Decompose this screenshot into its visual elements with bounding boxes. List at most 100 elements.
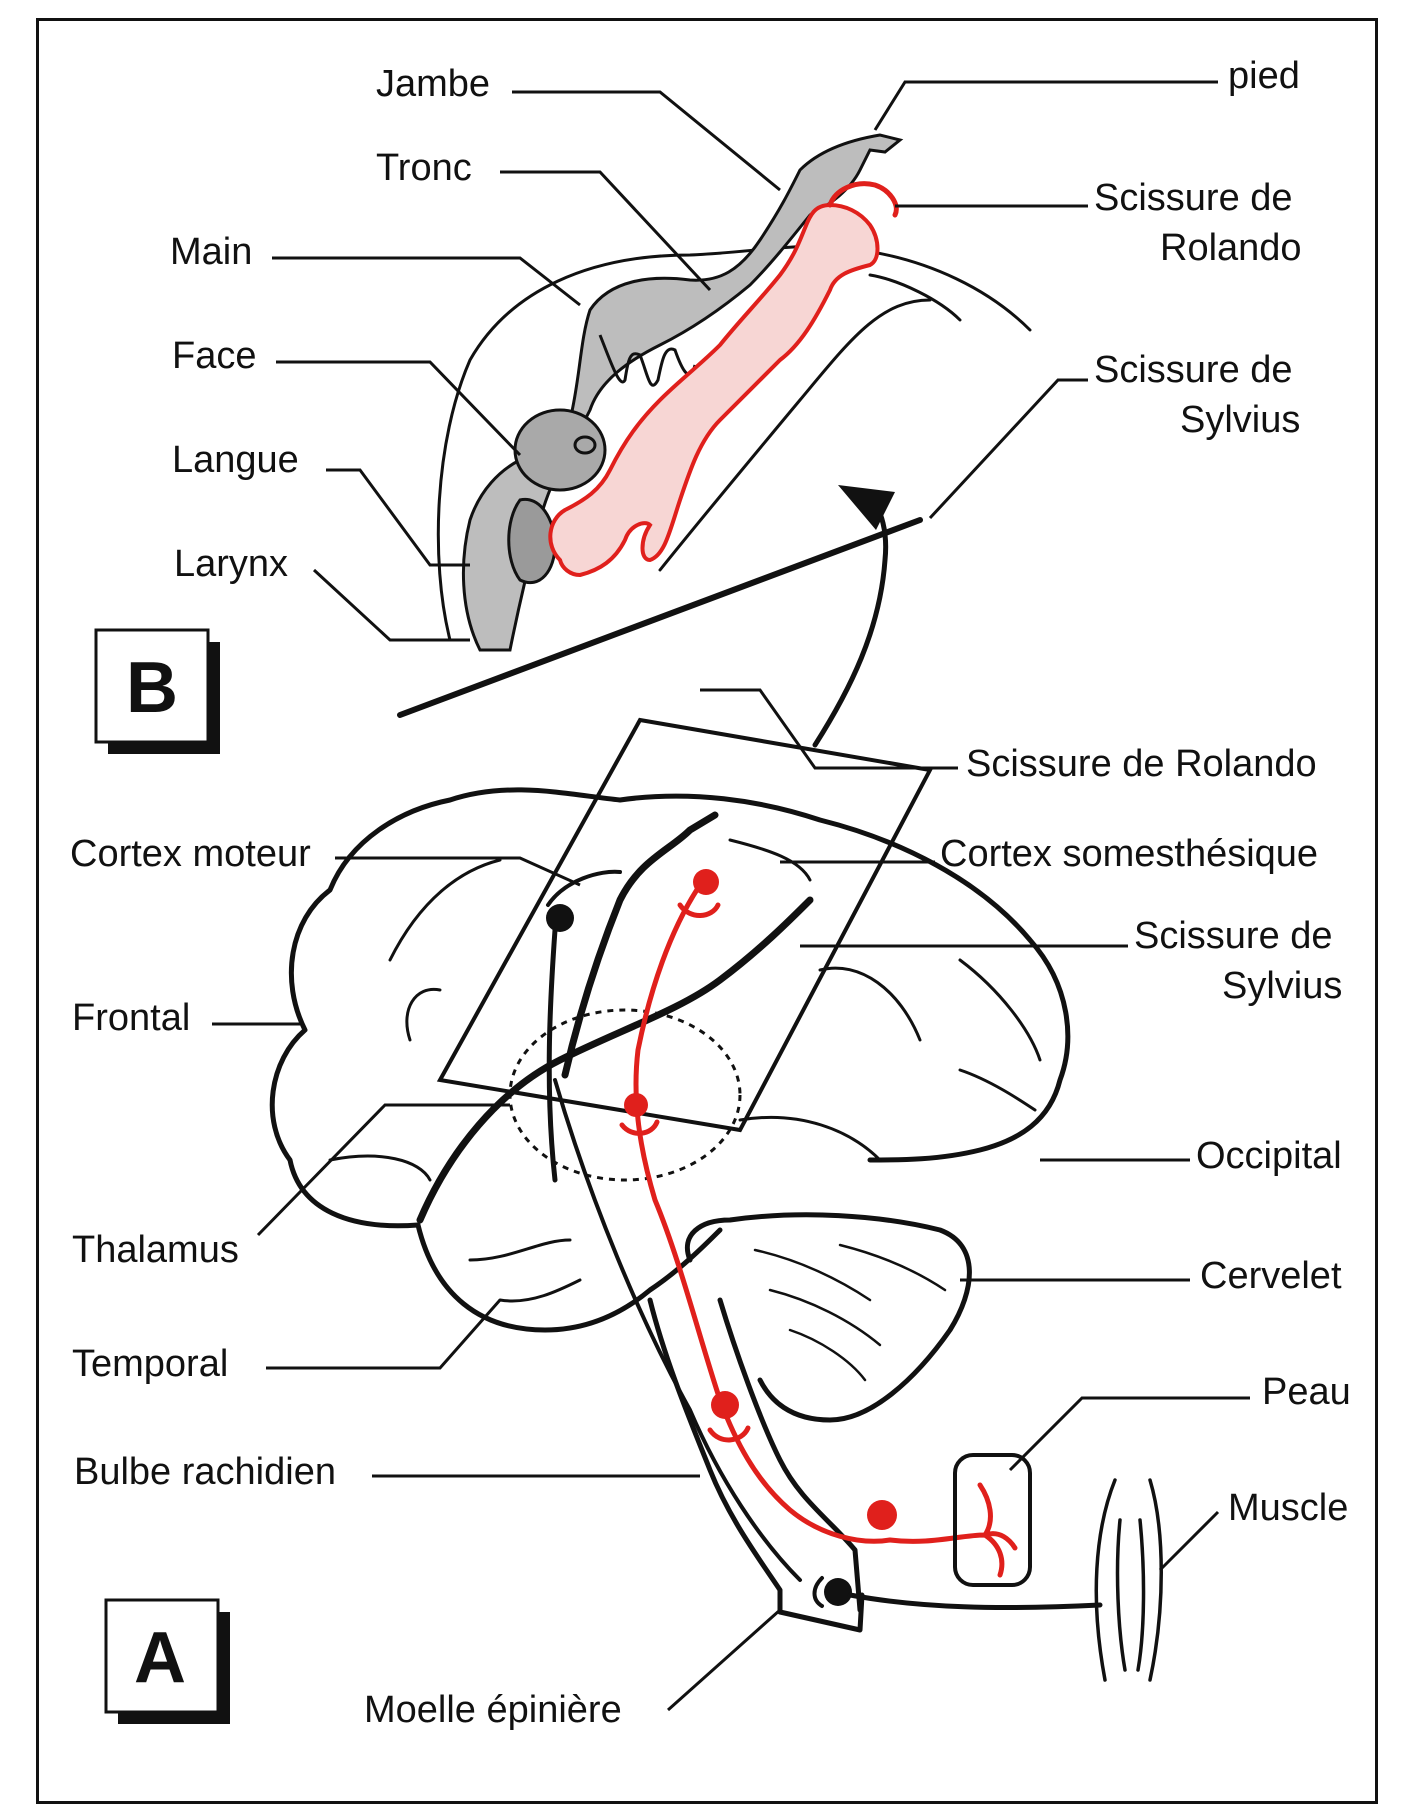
leader-larynx — [312, 568, 470, 642]
motor-hand-fingers — [598, 334, 697, 387]
label-occipital: Occipital — [1196, 1135, 1342, 1177]
brainstem-left — [647, 1297, 783, 1615]
zoom-arrow-head — [838, 485, 895, 530]
gyrus-frontal-3 — [328, 1154, 432, 1182]
motor-axon — [546, 927, 558, 1183]
spinal-cord-inner — [553, 1078, 802, 1582]
gyrus-parietal-2 — [818, 966, 922, 1042]
label-muscle: Muscle — [1228, 1487, 1348, 1529]
leader-rolando-a — [700, 688, 958, 770]
motor-face-eye — [573, 435, 597, 455]
gyrus-occipital-1 — [958, 1068, 1037, 1112]
gyrus-frontal-1 — [388, 858, 502, 962]
gyrus-occipital-2 — [958, 958, 1042, 1062]
label-sylvius-a-2: Sylvius — [1222, 965, 1342, 1007]
motor-nerve-to-muscle — [847, 1592, 1103, 1611]
leader-langue — [326, 468, 470, 567]
muscle — [1094, 1478, 1163, 1682]
motor-synapse — [812, 1576, 824, 1608]
gyrus-parietal-1 — [728, 838, 812, 882]
brainstem-right — [717, 1297, 863, 1613]
leader-tronc — [500, 170, 712, 292]
cerebellum-fold-2 — [768, 1288, 882, 1347]
panel-a: Scissure de Rolando Cortex moteur Cortex… — [70, 688, 1351, 1731]
label-main: Main — [170, 231, 252, 273]
sensory-nerve-to-skin — [887, 1482, 1018, 1578]
sensory-synapse-bulbe — [707, 1425, 751, 1443]
label-larynx: Larynx — [174, 543, 288, 585]
label-moelle: Moelle épinière — [364, 1689, 622, 1731]
temporal-gyrus-1 — [468, 1238, 572, 1262]
sensory-neuron-cortex — [693, 869, 719, 895]
label-face: Face — [172, 335, 256, 377]
leader-peau — [1008, 1396, 1250, 1472]
temporal-gyrus-2 — [498, 1278, 582, 1303]
motor-neuron-dendrite — [546, 869, 622, 907]
label-peau: Peau — [1262, 1371, 1351, 1413]
sensory-synapse-thalamus — [619, 1119, 660, 1136]
leader-thalamus — [256, 1103, 510, 1237]
label-sylvius-b-1: Scissure de — [1094, 349, 1293, 391]
skin-patch — [953, 1453, 1032, 1587]
zoom-rectangle — [436, 717, 934, 1133]
cerebellum-outline — [684, 1212, 972, 1423]
label-temporal: Temporal — [72, 1343, 228, 1385]
label-cortex-somesth: Cortex somesthésique — [940, 833, 1318, 875]
sensory-neuron-bulbe — [711, 1391, 739, 1419]
brain-outline — [269, 787, 1071, 1229]
label-cervelet: Cervelet — [1200, 1255, 1342, 1297]
thalamus — [508, 1008, 742, 1182]
motor-tongue — [507, 497, 557, 584]
panel-b-box — [94, 628, 210, 744]
leader-moelle — [667, 1608, 781, 1712]
panel-b-inner-gyrus-2 — [868, 273, 962, 322]
cerebellum-fold-4 — [838, 1243, 947, 1292]
temporal-lobe-outline — [415, 1222, 723, 1333]
label-rolando-b-2: Rolando — [1160, 227, 1302, 269]
motor-neuron-cortex — [546, 904, 574, 932]
panel-a-letter: A — [134, 1618, 186, 1698]
label-cortex-moteur: Cortex moteur — [70, 833, 311, 875]
label-langue: Langue — [172, 439, 299, 481]
leader-face — [276, 360, 522, 457]
panel-b-cortex-outline — [436, 244, 1032, 642]
label-tronc: Tronc — [376, 147, 472, 189]
leader-temporal — [266, 1299, 502, 1370]
leader-jambe — [512, 90, 781, 192]
label-rolando-a: Scissure de Rolando — [966, 743, 1317, 785]
panel-b: Jambe Tronc Main Face Langue Larynx pied… — [94, 55, 1302, 754]
leader-sylvius-b — [928, 378, 1088, 520]
sensory-neuron-ganglion — [867, 1500, 897, 1530]
leader-muscle — [1158, 1510, 1220, 1572]
label-sylvius-b-2: Sylvius — [1180, 399, 1300, 441]
sensory-synapse-cortex — [677, 902, 721, 918]
cerebellum-fold-3 — [788, 1328, 867, 1382]
sensory-homunculus — [548, 202, 880, 578]
sensory-neuron-thalamus — [624, 1093, 648, 1117]
label-pied: pied — [1228, 55, 1300, 97]
label-sylvius-a-1: Scissure de — [1134, 915, 1333, 957]
panel-b-letter: B — [126, 648, 178, 728]
figure-frame — [36, 18, 1378, 1804]
rolandic-fissure — [561, 811, 719, 1079]
gyrus-frontal-2 — [405, 987, 442, 1042]
panel-b-inner-gyrus — [658, 298, 932, 572]
sylvian-fissure — [416, 896, 814, 1224]
motor-neuron-spinal — [824, 1578, 852, 1606]
label-frontal: Frontal — [72, 997, 190, 1039]
leader-pied — [873, 80, 1218, 131]
label-jambe: Jambe — [376, 63, 490, 105]
leader-main — [272, 256, 581, 307]
panel-b-sylvius-line — [397, 517, 923, 718]
leader-cortex-moteur — [335, 856, 581, 887]
label-rolando-b-1: Scissure de — [1094, 177, 1293, 219]
cerebellum-fold-1 — [753, 1248, 872, 1302]
sensory-pathway — [633, 882, 893, 1544]
panel-a-box — [104, 1598, 220, 1714]
zoom-arrow — [812, 502, 889, 748]
spinal-cord-bottom — [777, 1592, 865, 1633]
label-bulbe: Bulbe rachidien — [74, 1451, 336, 1493]
gyrus-temporal-upper — [738, 1115, 882, 1162]
label-thalamus: Thalamus — [72, 1229, 239, 1271]
